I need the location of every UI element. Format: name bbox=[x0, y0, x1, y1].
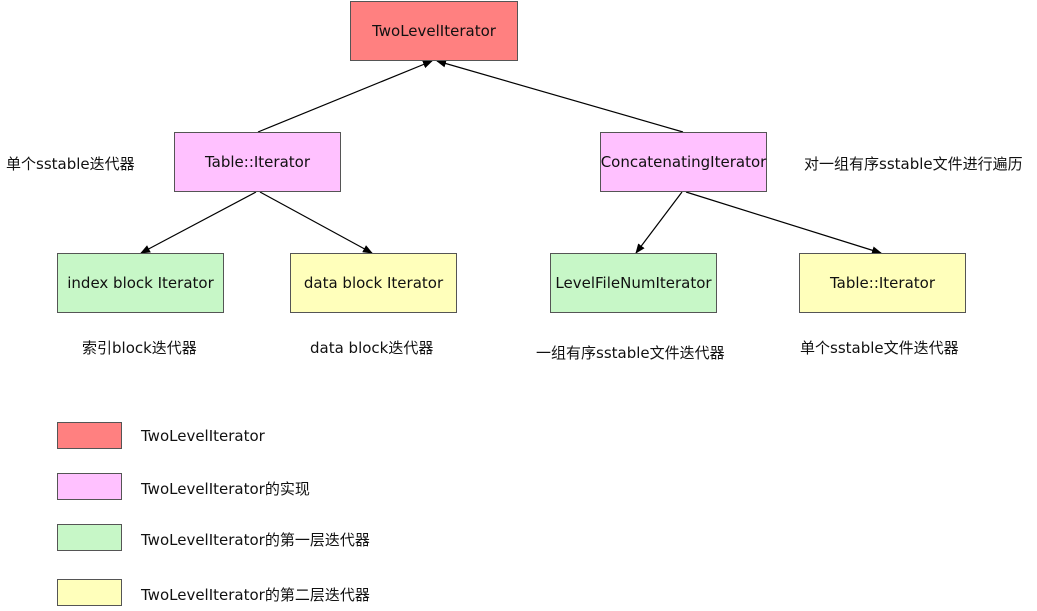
arrow-table-iterator-to-data-block bbox=[259, 191, 373, 254]
node-data-block-iterator: data block Iterator bbox=[290, 253, 457, 313]
arrow-table-iterator-to-index-block bbox=[140, 191, 257, 254]
arrow-table-iterator-to-root bbox=[257, 60, 433, 133]
arrow-concatenating-to-table-iterator bbox=[685, 191, 882, 255]
arrow-concatenating-to-root bbox=[436, 59, 684, 133]
arrow-concatenating-to-level-file-num bbox=[635, 191, 683, 254]
legend-swatch-red bbox=[57, 422, 122, 449]
annotation-traverse-sorted-sstables: 对一组有序sstable文件进行遍历 bbox=[804, 155, 1023, 173]
node-table-iterator-left: Table::Iterator bbox=[174, 132, 341, 192]
legend-text-root: TwoLevelIterator bbox=[141, 427, 265, 445]
legend-swatch-yellow bbox=[57, 579, 122, 606]
legend-text-first-level: TwoLevelIterator的第一层迭代器 bbox=[141, 531, 370, 549]
caption-single-sstable-file-iterator: 单个sstable文件迭代器 bbox=[800, 339, 959, 357]
legend-swatch-pink bbox=[57, 473, 122, 500]
node-two-level-iterator: TwoLevelIterator bbox=[350, 1, 518, 61]
annotation-single-sstable-iterator: 单个sstable迭代器 bbox=[6, 155, 135, 173]
caption-index-block-iterator: 索引block迭代器 bbox=[82, 339, 197, 357]
node-table-iterator-right: Table::Iterator bbox=[799, 253, 966, 313]
legend-text-second-level: TwoLevelIterator的第二层迭代器 bbox=[141, 586, 370, 604]
node-index-block-iterator: index block Iterator bbox=[57, 253, 224, 313]
caption-sorted-sstable-files-iterator: 一组有序sstable文件迭代器 bbox=[536, 344, 725, 362]
caption-data-block-iterator: data block迭代器 bbox=[310, 339, 434, 357]
node-concatenating-iterator: ConcatenatingIterator bbox=[600, 132, 767, 192]
legend-text-implementation: TwoLevelIterator的实现 bbox=[141, 480, 310, 498]
node-level-file-num-iterator: LevelFileNumIterator bbox=[550, 253, 717, 313]
legend-swatch-green bbox=[57, 524, 122, 551]
